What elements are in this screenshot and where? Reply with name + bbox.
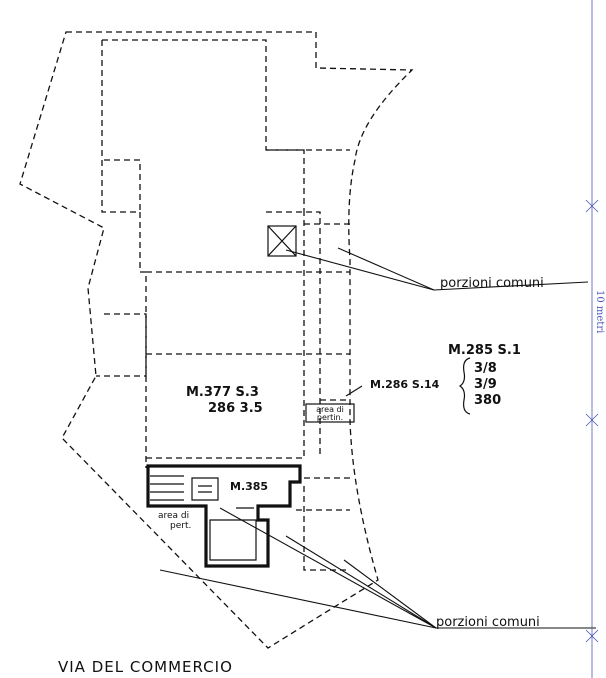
stacked-references: M.285 S.1 3/8 3/9 380 [448,343,521,415]
appurtenance-right-line1: area di [316,405,344,414]
street-name-label: VIA DEL COMMERCIO [58,658,233,676]
unit-right-reference: M.286 S.14 [370,378,440,391]
shared-parts-label-top: porzioni comuni [440,276,544,291]
stack-item-3: 380 [474,393,501,408]
stack-item-1: 3/8 [474,361,497,376]
stack-header: M.285 S.1 [448,343,521,358]
unit-main-line2: 286 3.5 [208,401,263,416]
building-outlines [96,39,350,571]
appurtenance-right-line2: pertin. [317,413,343,422]
shared-parts-label-bottom: porzioni comuni [436,615,540,630]
scale-label: 10 metri [594,290,605,333]
appurtenance-left-line1: area di [158,511,189,521]
stack-item-2: 3/9 [474,377,497,392]
leader-lines [159,247,596,629]
appurtenance-label-left: area di pert. [158,511,191,531]
scale-bar: 10 metri [585,0,605,678]
appurtenance-left-line2: pert. [170,521,191,531]
appurtenance-box-right: area di pertin. [305,403,355,423]
unit-main-line1: M.377 S.3 [186,385,259,400]
lot-boundary [19,31,414,649]
unit-small-label: M.385 [230,480,268,493]
